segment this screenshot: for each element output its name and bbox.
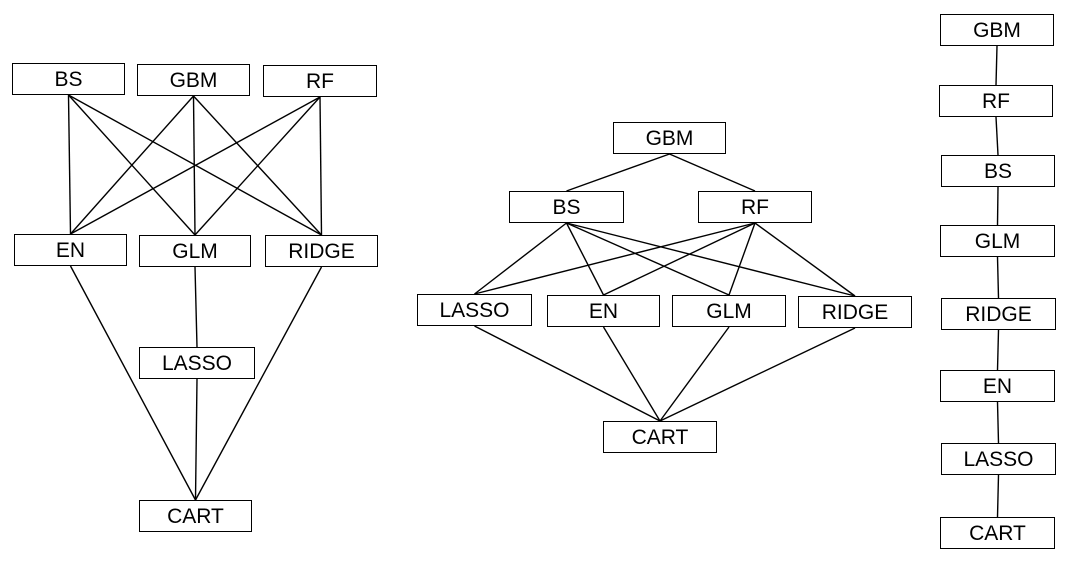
right-edge-ridge-en [996, 329, 1000, 371]
right-node-cart: CART [940, 517, 1055, 549]
right-edge-en-lasso [996, 401, 1000, 444]
left-edge-ridge-cart [194, 266, 323, 501]
node-label: BS [983, 159, 1012, 183]
node-label: GBM [645, 126, 694, 150]
node-label: GBM [973, 18, 1021, 42]
node-label: EN [588, 299, 619, 323]
left-edge-rf-ridge [319, 96, 323, 236]
left-edge-rf-glm [194, 96, 321, 236]
left-node-ridge: RIDGE [265, 235, 378, 267]
left-edge-bs-en [67, 94, 72, 235]
node-label: GLM [172, 239, 218, 263]
middle-edge-lasso-cart [474, 325, 661, 422]
node-label: BS [552, 195, 581, 219]
node-label: RIDGE [965, 302, 1032, 326]
left-edge-en-cart [69, 265, 197, 501]
node-label: RF [306, 69, 334, 93]
left-node-lasso: LASSO [139, 347, 255, 379]
right-edge-gbm-rf [995, 45, 998, 86]
node-label: GBM [169, 68, 218, 92]
node-label: LASSO [439, 298, 510, 322]
middle-edge-rf-ridge [754, 222, 856, 297]
node-label: CART [167, 504, 224, 528]
right-edge-lasso-cart [996, 474, 1000, 518]
node-label: RIDGE [288, 239, 355, 263]
middle-node-rf: RF [698, 191, 812, 223]
middle-node-gbm: GBM [613, 122, 726, 154]
right-node-gbm: GBM [940, 14, 1054, 46]
left-node-gbm: GBM [137, 64, 250, 96]
right-node-lasso: LASSO [941, 443, 1056, 475]
middle-node-cart: CART [603, 421, 717, 453]
middle-edge-bs-glm [566, 222, 730, 296]
left-edge-lasso-cart [194, 378, 198, 501]
middle-node-glm: GLM [672, 295, 786, 327]
node-label: RF [741, 195, 769, 219]
node-label: BS [54, 67, 83, 91]
node-label: CART [969, 521, 1026, 545]
middle-diagram-edges [474, 153, 856, 422]
node-label: GLM [974, 229, 1021, 253]
node-label: RF [982, 89, 1010, 113]
left-node-bs: BS [12, 63, 125, 95]
middle-edge-rf-lasso [474, 222, 756, 295]
middle-edge-rf-en [603, 222, 756, 296]
middle-edge-bs-ridge [566, 222, 856, 297]
left-node-glm: GLM [139, 235, 251, 267]
left-node-rf: RF [263, 65, 377, 97]
middle-node-lasso: LASSO [417, 294, 532, 326]
middle-edge-en-cart [602, 326, 661, 422]
left-diagram-edges [67, 94, 323, 501]
left-edge-glm-lasso [194, 266, 198, 348]
middle-edge-glm-cart [659, 326, 730, 422]
node-label: LASSO [161, 351, 233, 375]
right-node-rf: RF [939, 85, 1053, 117]
right-edge-bs-glm [996, 186, 999, 226]
middle-edge-ridge-cart [659, 327, 856, 422]
middle-edge-bs-en [565, 222, 605, 296]
node-label: CART [631, 425, 689, 449]
node-label: RIDGE [821, 300, 889, 324]
right-node-bs: BS [941, 155, 1055, 187]
middle-node-ridge: RIDGE [798, 296, 912, 328]
right-node-en: EN [940, 370, 1055, 402]
left-edge-rf-en [70, 96, 321, 235]
node-label: GLM [706, 299, 752, 323]
middle-edge-gbm-rf [669, 153, 756, 192]
node-label: EN [55, 238, 86, 262]
right-edge-glm-ridge [996, 256, 1000, 299]
left-node-cart: CART [139, 500, 252, 532]
node-label: LASSO [963, 447, 1034, 471]
left-node-en: EN [14, 234, 127, 266]
right-diagram-edges [995, 45, 1000, 518]
middle-edge-bs-lasso [474, 222, 567, 295]
right-node-ridge: RIDGE [941, 298, 1056, 330]
right-edge-rf-bs [995, 116, 999, 156]
node-label: EN [982, 374, 1013, 398]
middle-node-bs: BS [509, 191, 624, 223]
middle-edge-rf-glm [728, 222, 756, 296]
middle-edge-gbm-bs [566, 153, 670, 192]
left-edge-gbm-en [69, 95, 195, 235]
right-node-glm: GLM [940, 225, 1055, 257]
middle-node-en: EN [547, 295, 660, 327]
